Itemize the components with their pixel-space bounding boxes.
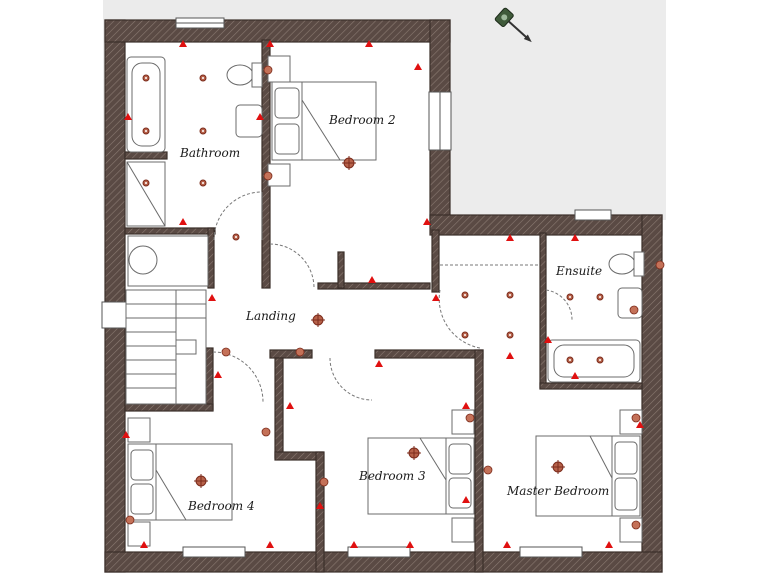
room-label-master-bedroom: Master Bedroom [506, 484, 609, 498]
windows [101, 17, 612, 558]
compass-north-arrow-icon [494, 7, 532, 43]
interior-walls [124, 39, 643, 573]
bedroom3-bed [367, 409, 475, 543]
door-swings [212, 191, 573, 403]
room-label-bedroom3: Bedroom 3 [358, 469, 426, 483]
bedroom2-bed [267, 55, 377, 187]
room-label-bedroom2: Bedroom 2 [328, 113, 396, 127]
room-label-bedroom4: Bedroom 4 [187, 499, 255, 513]
staircase [125, 289, 207, 405]
master-bedroom-bed [535, 409, 643, 543]
ensuite-fixtures [547, 251, 645, 383]
room-label-bathroom: Bathroom [179, 146, 240, 160]
light-switch-icon [125, 65, 665, 530]
room-label-landing: Landing [245, 309, 296, 323]
interior-floor [108, 22, 662, 572]
room-label-ensuite: Ensuite [555, 264, 602, 278]
bedroom4-bed [127, 417, 233, 547]
bathroom-fixtures [126, 56, 263, 287]
